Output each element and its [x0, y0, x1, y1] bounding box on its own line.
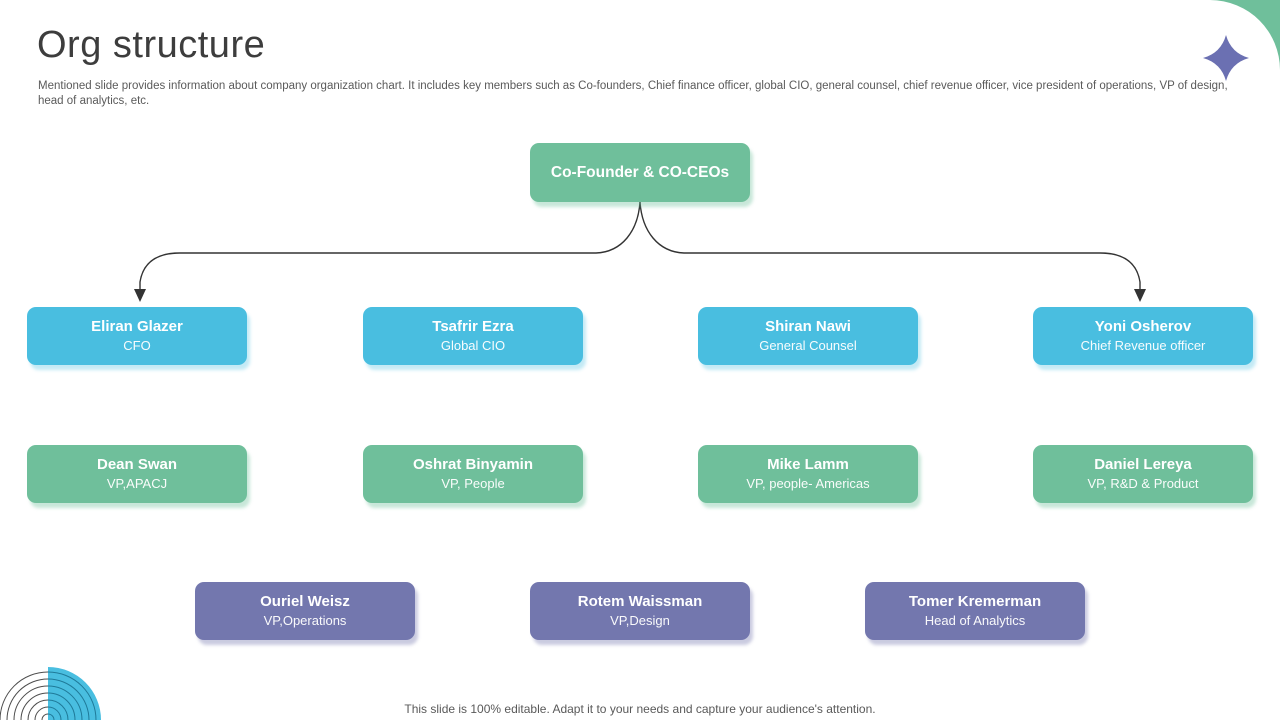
person-role: CFO	[123, 338, 151, 353]
arrowhead-left-icon	[134, 289, 146, 302]
person-role: Chief Revenue officer	[1080, 338, 1206, 353]
org-node-tomer-kremerman[interactable]: Tomer Kremerman Head of Analytics	[865, 582, 1085, 640]
person-name: Dean Swan	[96, 456, 178, 473]
connector-right	[639, 201, 1141, 290]
person-role: VP, people- Americas	[746, 476, 870, 491]
corner-decoration	[1203, 0, 1280, 81]
arrowhead-right-icon	[1134, 289, 1146, 302]
rings-right	[47, 671, 97, 720]
person-role: VP,Design	[610, 613, 670, 628]
sparkle-icon	[1203, 35, 1249, 81]
person-name: Yoni Osherov	[1094, 318, 1192, 335]
org-node-ouriel-weisz[interactable]: Ouriel Weisz VP,Operations	[195, 582, 415, 640]
org-node-tsafrir-ezra[interactable]: Tsafrir Ezra Global CIO	[363, 307, 583, 365]
person-name: Mike Lamm	[767, 456, 849, 473]
person-name: Ouriel Weisz	[260, 593, 350, 610]
person-role: VP,APACJ	[106, 476, 168, 491]
person-role: VP, People	[441, 476, 505, 491]
person-name: Co-Founder & CO-CEOs	[550, 163, 730, 181]
person-role: VP, R&D & Product	[1087, 476, 1199, 491]
quarter-circle-shape	[1210, 0, 1280, 70]
org-node-daniel-lereya[interactable]: Daniel Lereya VP, R&D & Product	[1033, 445, 1253, 503]
org-node-dean-swan[interactable]: Dean Swan VP,APACJ	[27, 445, 247, 503]
person-name: Rotem Waissman	[577, 593, 703, 610]
page-title: Org structure	[37, 24, 266, 66]
org-node-eliran-glazer[interactable]: Eliran Glazer CFO	[27, 307, 247, 365]
org-node-yoni-osherov[interactable]: Yoni Osherov Chief Revenue officer	[1033, 307, 1253, 365]
footer-note: This slide is 100% editable. Adapt it to…	[404, 702, 876, 716]
person-name: Shiran Nawi	[765, 318, 851, 335]
quarter-disc-shape	[48, 667, 101, 720]
person-role: VP,Operations	[263, 613, 347, 628]
rings-left	[0, 671, 49, 720]
person-name: Eliran Glazer	[91, 318, 183, 335]
concentric-circles-decoration	[0, 667, 101, 720]
person-role: Global CIO	[440, 338, 506, 353]
org-node-mike-lamm[interactable]: Mike Lamm VP, people- Americas	[698, 445, 918, 503]
slide-description: Mentioned slide provides information abo…	[38, 80, 1228, 107]
person-role: Head of Analytics	[924, 613, 1026, 628]
person-name: Daniel Lereya	[1094, 456, 1192, 473]
org-node-oshrat-binyamin[interactable]: Oshrat Binyamin VP, People	[363, 445, 583, 503]
person-name: Oshrat Binyamin	[412, 456, 534, 473]
person-role: General Counsel	[759, 338, 857, 353]
person-name: Tsafrir Ezra	[432, 318, 514, 335]
org-node-rotem-waissman[interactable]: Rotem Waissman VP,Design	[530, 582, 750, 640]
org-node-cofounder-coceos[interactable]: Co-Founder & CO-CEOs	[530, 143, 750, 202]
connector-left	[139, 201, 641, 290]
org-node-shiran-nawi[interactable]: Shiran Nawi General Counsel	[698, 307, 918, 365]
person-name: Tomer Kremerman	[908, 593, 1042, 610]
